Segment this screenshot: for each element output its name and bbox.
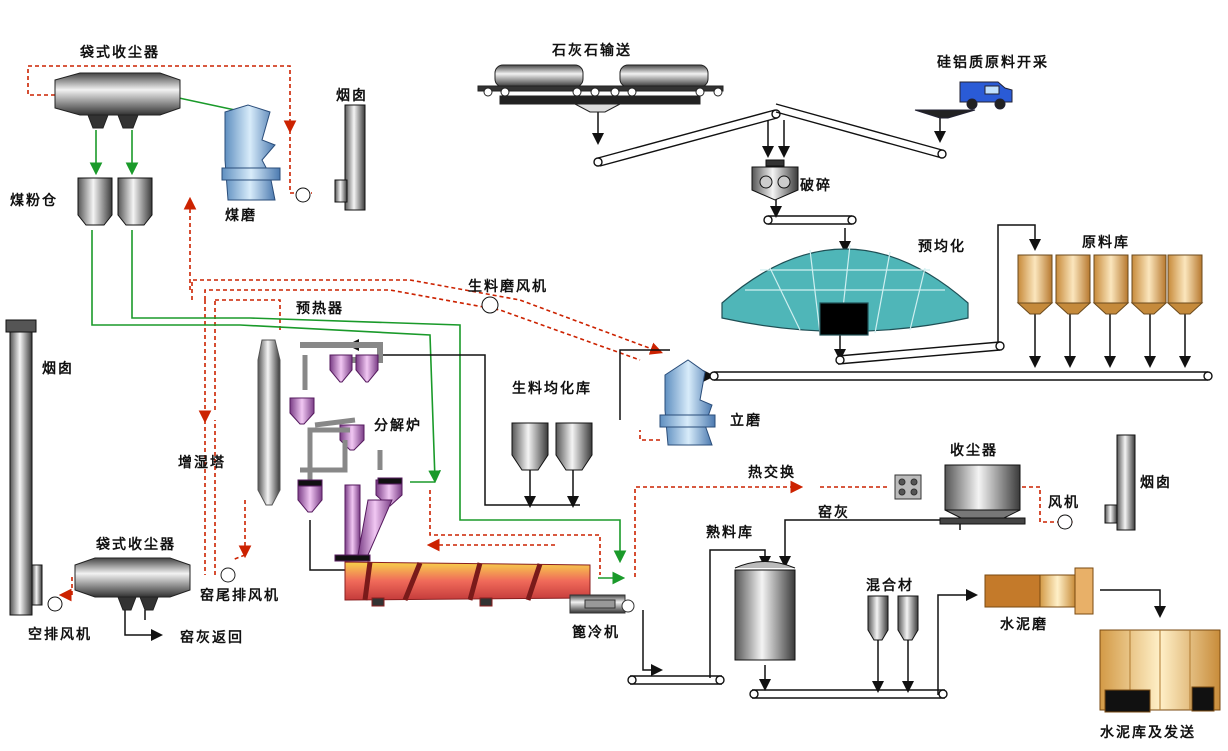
- homo-silos: [511, 422, 593, 471]
- belt-clinker: [630, 675, 722, 685]
- raw-silos: [1016, 254, 1204, 315]
- label-air-fan: 空排风机: [28, 627, 92, 643]
- label-crusher: 破碎: [800, 178, 832, 194]
- gas-flow-lines: [27, 65, 1074, 602]
- label-ash-return: 窑灰返回: [180, 630, 244, 646]
- vertical-mill: [659, 359, 716, 446]
- coal-mill: [221, 104, 281, 201]
- label-dust-right: 收尘器: [950, 443, 998, 459]
- label-prehomo: 预均化: [918, 239, 966, 255]
- label-clinker-silo: 熟料库: [706, 525, 754, 541]
- belt-limestone: [597, 109, 778, 167]
- belt-crusher: [768, 215, 852, 225]
- label-chimney-left: 烟囱: [42, 361, 74, 377]
- chimney-right: [1057, 434, 1136, 531]
- belt-cement: [752, 689, 945, 699]
- cement-mill: [984, 567, 1094, 615]
- silica-truck: [914, 81, 1013, 119]
- limestone-train: [477, 64, 724, 113]
- label-cement-silo: 水泥库及发送: [1100, 725, 1196, 741]
- conveyors: [593, 103, 1213, 699]
- rotary-kiln: [344, 561, 591, 607]
- preheater-tower: [289, 342, 403, 562]
- cooler: [569, 594, 635, 614]
- baghouse-top: [54, 72, 181, 129]
- label-kiln-ash: 窑灰: [818, 505, 850, 521]
- label-raw-fan: 生料磨风机: [468, 279, 548, 295]
- coal-bins: [77, 177, 153, 226]
- coal-flow-lines: [89, 90, 627, 585]
- cement-silos: [1099, 629, 1221, 713]
- label-coal-bin: 煤粉仓: [10, 193, 58, 209]
- label-kiln-tail-fan: 窑尾排风机: [200, 588, 280, 604]
- belt-prehomo: [837, 341, 1001, 365]
- label-cooler: 篦冷机: [572, 625, 620, 641]
- label-humid-tower: 增湿塔: [178, 455, 226, 471]
- prehomo-dome: [721, 244, 969, 336]
- clinker-silo: [734, 561, 796, 661]
- label-raw-silo: 原料库: [1082, 235, 1130, 251]
- label-silica: 硅铝质原料开采: [937, 55, 1049, 71]
- label-chimney-top: 烟囱: [336, 88, 368, 104]
- label-cement-mill: 水泥磨: [1000, 617, 1048, 633]
- belt-raw: [714, 371, 1208, 381]
- admixture-silos: [867, 595, 919, 641]
- label-admixture: 混合材: [866, 578, 914, 594]
- chimney-top: [295, 104, 366, 211]
- humid-tower: [257, 339, 281, 506]
- heat-exchanger: [894, 474, 922, 500]
- label-limestone: 石灰石输送: [552, 43, 632, 59]
- baghouse-bottom: [74, 557, 236, 611]
- label-calciner: 分解炉: [374, 418, 422, 434]
- label-preheater: 预热器: [296, 301, 344, 317]
- dust-collector-right: [939, 464, 1026, 525]
- label-baghouse-top: 袋式收尘器: [80, 45, 160, 61]
- belt-silica: [775, 103, 943, 159]
- label-coal-mill: 煤磨: [225, 208, 257, 224]
- label-vertical-mill: 立磨: [730, 413, 762, 429]
- label-homo-silo: 生料均化库: [512, 381, 592, 397]
- label-baghouse-bottom: 袋式收尘器: [96, 537, 176, 553]
- material-flow-lines: [124, 112, 1191, 695]
- crusher: [751, 159, 799, 201]
- chimney-left: [5, 319, 63, 616]
- label-fan-right: 风机: [1048, 495, 1080, 511]
- label-chimney-right: 烟囱: [1140, 475, 1172, 491]
- label-heat-ex: 热交换: [748, 465, 796, 481]
